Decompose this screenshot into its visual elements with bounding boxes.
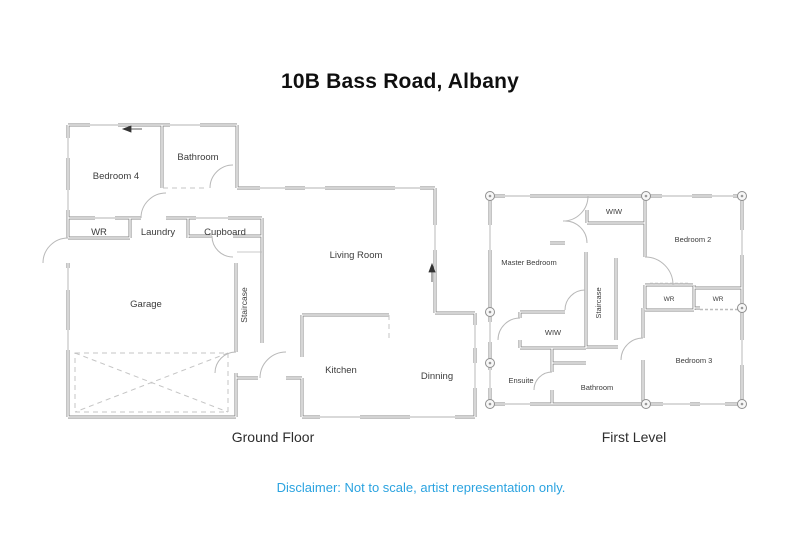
room-label-wiw-top: WIW xyxy=(606,207,623,216)
ground-floor-caption: Ground Floor xyxy=(231,429,315,445)
north-arrow-icon xyxy=(121,125,142,133)
room-label-staircase-gf: Staircase xyxy=(239,287,249,323)
page-title: 10B Bass Road, Albany xyxy=(281,70,519,93)
garage-door-zone xyxy=(74,352,229,413)
ground-floor-walls xyxy=(66,123,477,419)
first-level-plan: Master Bedroom WIW Bedroom 2 WR WR Stair… xyxy=(485,191,747,409)
room-label-wiw-lower: WIW xyxy=(545,328,562,337)
wardrobe-slider-icons xyxy=(650,282,738,311)
room-label-bathroom-fl: Bathroom xyxy=(581,383,614,392)
room-label-bathroom: Bathroom xyxy=(177,152,218,163)
first-level-door-arcs xyxy=(497,195,674,391)
ground-floor-plan: Bedroom 4 Bathroom WR Laundry Cupboard L… xyxy=(42,123,477,419)
room-label-master-bedroom: Master Bedroom xyxy=(501,258,556,267)
room-label-living-room: Living Room xyxy=(330,250,383,261)
room-label-garage: Garage xyxy=(130,299,162,310)
room-label-laundry: Laundry xyxy=(141,227,176,238)
entry-arrow-icon xyxy=(428,262,436,282)
room-label-bedroom4: Bedroom 4 xyxy=(93,171,139,182)
first-level-caption: First Level xyxy=(601,429,667,445)
room-label-wr2: WR xyxy=(713,296,724,303)
room-label-kitchen: Kitchen xyxy=(325,365,357,376)
room-label-staircase-fl: Staircase xyxy=(594,287,603,318)
ground-floor-door-arcs xyxy=(42,164,287,379)
ground-floor-window-icons xyxy=(67,124,476,418)
first-level-window-icons xyxy=(489,195,743,405)
ground-floor-dashed-lines xyxy=(74,187,390,413)
room-label-dinning: Dinning xyxy=(421,371,453,382)
room-label-wr: WR xyxy=(91,227,107,238)
corner-pin-icons xyxy=(485,191,747,409)
room-label-cupboard: Cupboard xyxy=(204,227,246,238)
room-label-bedroom3: Bedroom 3 xyxy=(676,356,713,365)
room-label-ensuite: Ensuite xyxy=(508,376,533,385)
first-level-room-labels: Master Bedroom WIW Bedroom 2 WR WR Stair… xyxy=(501,207,723,392)
room-label-bedroom2: Bedroom 2 xyxy=(675,235,712,244)
disclaimer-text: Disclaimer: Not to scale, artist represe… xyxy=(276,480,566,495)
ground-floor-room-labels: Bedroom 4 Bathroom WR Laundry Cupboard L… xyxy=(91,152,453,382)
room-label-wr1: WR xyxy=(664,296,675,303)
ground-floor-window-gaps xyxy=(66,123,477,419)
